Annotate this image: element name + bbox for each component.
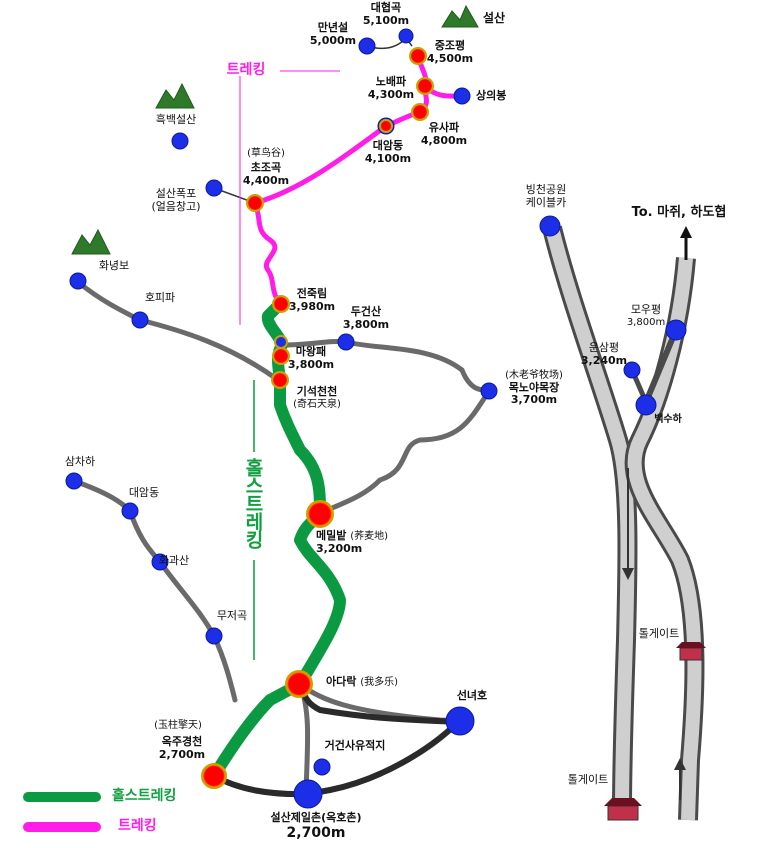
label-hopipa: 호피파 xyxy=(144,291,176,304)
label-seolsan-falls: 설산폭포(얼음창고) xyxy=(151,187,201,213)
label-adarak: 아다락 (我多乐) xyxy=(325,675,399,688)
label-memilbat: 메밀밭 (荞麦地)3,200m xyxy=(315,529,389,555)
label-okju-cn: (玉柱擎天) xyxy=(154,720,202,731)
label-seolsan: 설산 xyxy=(483,11,506,25)
road-to-madi xyxy=(542,225,705,821)
label-chojogok-cn: (草鸟谷) xyxy=(247,148,285,159)
label-giseok: 기석천천(奇石天泉) xyxy=(293,385,341,410)
label-baeksuha: 백수하 xyxy=(654,414,682,425)
label-daeamdong-left: 대암동 xyxy=(128,486,160,499)
label-hwagwasan: 화과산 xyxy=(158,554,190,567)
major-stops xyxy=(201,47,434,789)
label-heukbaek: 흑백설산 xyxy=(155,113,197,126)
legend-trekking: 트레킹 xyxy=(118,818,157,834)
label-geogeonsa: 거건사유적지 xyxy=(324,739,386,752)
label-holds-vertical: 홀스트레킹 xyxy=(242,458,264,548)
label-mujeogok: 무저곡 xyxy=(216,609,248,622)
label-tollgate-2: 톨게이트 xyxy=(567,773,609,786)
mountain-icon xyxy=(71,4,479,255)
legend-holds-trekking: 홀스트레킹 xyxy=(112,788,177,804)
label-to-direction: To. 마쥐, 하도협 xyxy=(631,205,727,220)
label-hwanyeongbo: 화녕보 xyxy=(98,259,130,272)
label-sanguibong: 상의봉 xyxy=(476,89,507,102)
label-seolsanjeil: 설산제일촌(옥호촌)2,700m xyxy=(270,811,362,841)
label-tollgate-1: 톨게이트 xyxy=(638,627,680,640)
tollgate-icon xyxy=(604,642,706,821)
label-sanchaha: 삼차하 xyxy=(64,455,96,468)
trekking-divider xyxy=(239,70,340,325)
label-seonnyeoho: 선녀호 xyxy=(456,689,488,702)
label-trekking-top: 트레킹 xyxy=(226,62,266,78)
